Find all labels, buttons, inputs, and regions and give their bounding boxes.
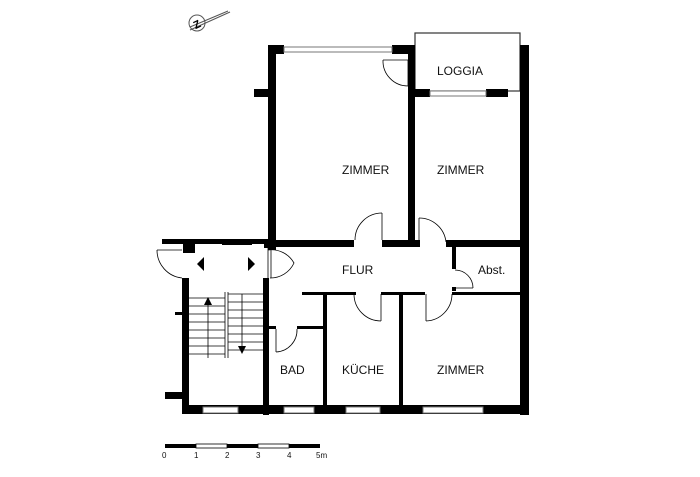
arrow-left-icon xyxy=(197,257,204,271)
scale-tick-2: 2 xyxy=(225,451,230,460)
svg-text:Z: Z xyxy=(192,18,203,32)
stair-up-arrow-icon xyxy=(204,297,212,305)
room-label-zimmer-3: ZIMMER xyxy=(437,363,485,377)
scale-bar: 0 1 2 3 4 5m xyxy=(162,443,327,460)
scale-tick-5: 5m xyxy=(316,451,327,460)
room-label-flur: FLUR xyxy=(342,263,374,277)
scale-tick-1: 1 xyxy=(194,451,199,460)
room-label-zimmer-2: ZIMMER xyxy=(437,163,485,177)
stair-down-arrow-icon xyxy=(238,346,246,354)
loggia-outline xyxy=(414,32,521,92)
scale-tick-0: 0 xyxy=(162,451,167,460)
walls xyxy=(162,45,529,415)
scale-tick-3: 3 xyxy=(256,451,261,460)
room-label-bad: BAD xyxy=(280,363,305,377)
room-label-abst: Abst. xyxy=(478,263,505,277)
windows xyxy=(202,46,487,414)
doors xyxy=(156,59,474,353)
room-label-zimmer-1: ZIMMER xyxy=(342,163,390,177)
room-label-loggia: LOGGIA xyxy=(437,64,483,78)
arrow-right-icon xyxy=(248,257,255,271)
staircase xyxy=(188,292,263,358)
room-label-kueche: KÜCHE xyxy=(342,363,384,377)
north-arrow-icon: Z xyxy=(188,10,231,32)
scale-tick-4: 4 xyxy=(287,451,292,460)
